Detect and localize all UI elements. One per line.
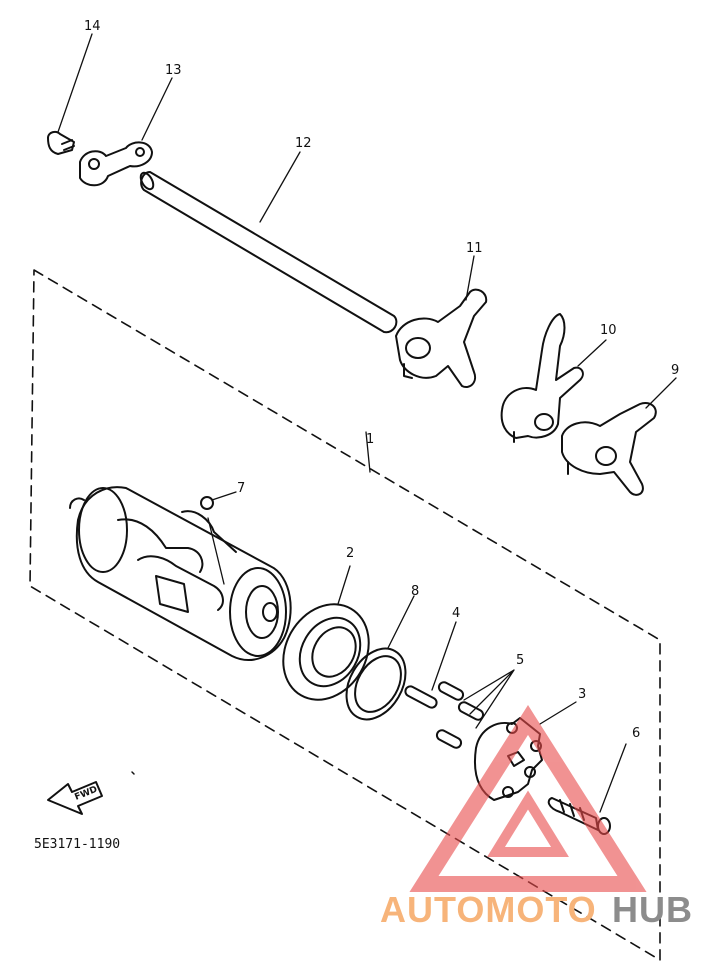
label-part-11: 11	[466, 241, 483, 256]
label-part-12: 12	[295, 136, 312, 151]
watermark-triangle-logo	[409, 705, 647, 892]
part-14-screw	[47, 33, 93, 155]
label-part-9: 9	[671, 363, 679, 378]
label-part-14: 14	[84, 19, 101, 34]
parts-4-5-pins	[404, 621, 515, 749]
label-part-3: 3	[578, 687, 586, 702]
label-part-10: 10	[600, 323, 617, 338]
watermark-brand-part1: AUTOMOTO	[380, 889, 597, 930]
label-part-2: 2	[346, 546, 354, 561]
label-part-8: 8	[411, 584, 419, 599]
drawing-code: 5E3171-1190	[34, 837, 120, 852]
label-part-7: 7	[237, 481, 245, 496]
shift-drum	[69, 486, 292, 661]
watermark-brand-part2: HUB	[612, 889, 693, 930]
part-1-leader	[365, 431, 371, 473]
fwd-arrow	[47, 781, 103, 815]
part-11-shift-fork	[395, 255, 488, 388]
part-12-shaft	[139, 151, 398, 334]
fwd-label: FWD	[73, 785, 99, 803]
part-2-bearing	[282, 565, 370, 701]
label-part-6: 6	[632, 726, 640, 741]
part-10-shift-fork	[500, 313, 607, 443]
part-13-plate	[79, 77, 173, 187]
part-8-ring	[345, 595, 415, 721]
label-part-1: 1	[366, 432, 374, 447]
part-9-shift-fork	[561, 377, 677, 496]
label-part-13: 13	[165, 63, 182, 78]
label-part-4: 4	[452, 606, 460, 621]
label-part-5: 5	[516, 653, 524, 668]
assembly-dashed-outline	[29, 269, 661, 961]
